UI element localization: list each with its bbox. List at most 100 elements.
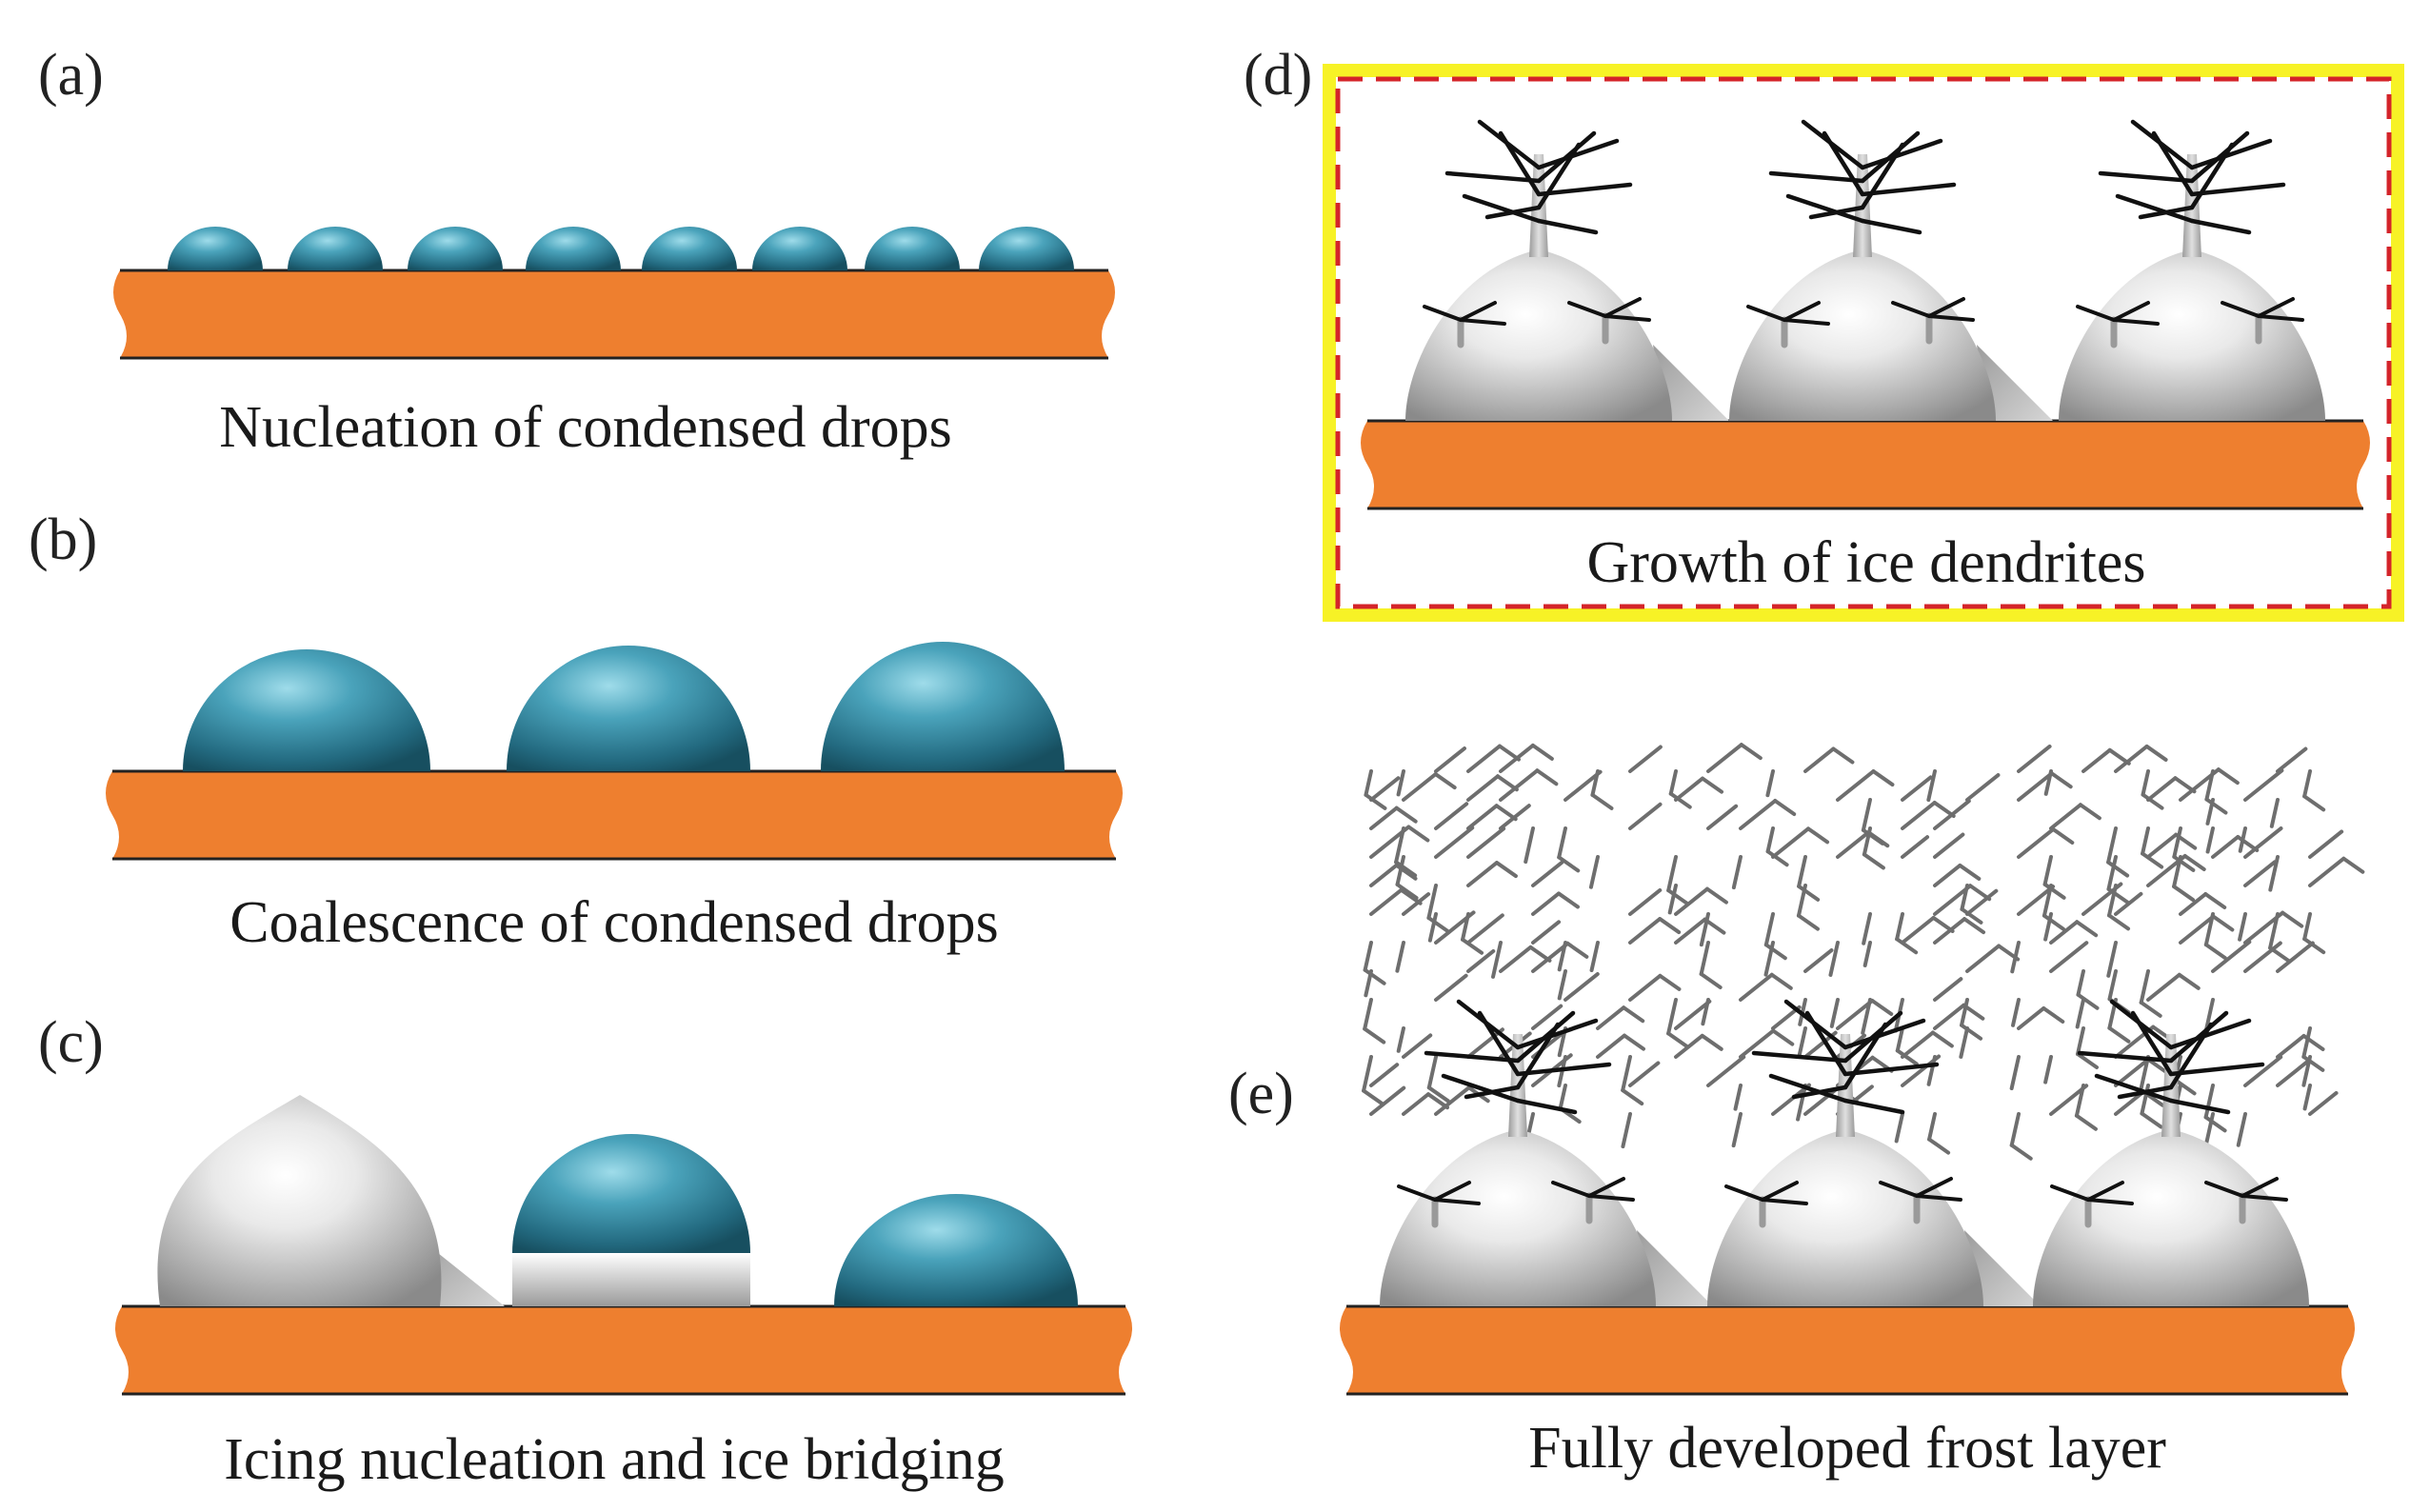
frost-branch-142 <box>1836 830 1871 859</box>
frost-branch-152 <box>1960 906 1983 925</box>
frost-branch-207 <box>1930 1030 1954 1048</box>
frost-branch-169 <box>1828 941 1840 977</box>
panel-d-dendrite-2-6 <box>1860 138 1943 170</box>
frost-branch-160 <box>1895 937 1919 955</box>
frost-branch-27 <box>1499 804 1531 830</box>
frost-branch-55 <box>1363 941 1373 972</box>
frost-branch-251 <box>2172 826 2182 859</box>
substrate-d <box>1361 421 2370 508</box>
panel-e-dendrite-1-5 <box>1441 1073 1521 1104</box>
partially-frozen-drop-water <box>512 1134 750 1253</box>
caption-a: Nucleation of condensed drops <box>219 395 952 460</box>
frost-branch-301 <box>2076 969 2085 997</box>
frost-branch-73 <box>1363 998 1373 1031</box>
frost-branch-240 <box>2179 767 2221 802</box>
frost-branch-225 <box>2081 747 2112 773</box>
caption-c: Icing nucleation and ice bridging <box>224 1427 1005 1492</box>
water-drop-a-5 <box>642 227 737 270</box>
panel-d-dendrite-2-3 <box>1822 130 1865 197</box>
frost-branch-74 <box>1363 1026 1386 1044</box>
icing-nucleation-c <box>157 1095 1078 1306</box>
frost-branch-317 <box>2017 1005 2046 1030</box>
panel-e-side-right-2-blade-1 <box>1879 1181 1919 1198</box>
frost-branch-306 <box>2139 1000 2162 1018</box>
frost-branch-120 <box>1871 769 1895 787</box>
frost-branch-303 <box>2107 969 2118 1002</box>
frost-branch-67 <box>1466 948 1496 973</box>
frost-branch-305 <box>2139 969 2150 1005</box>
panel-d-ice-drop-3 <box>2059 249 2325 421</box>
frost-branch-291 <box>2302 937 2326 955</box>
frost-branch-194 <box>1870 998 1894 1016</box>
frost-branch-338 <box>2140 1111 2163 1129</box>
panel-e-dendrite-2-3 <box>1804 1010 1848 1077</box>
frost-branch-310 <box>2011 998 2021 1027</box>
frost-branch-158 <box>1862 912 1872 945</box>
panel-e-ice-bridge-1 <box>1637 1230 1713 1306</box>
frost-branch-295 <box>2106 941 2118 978</box>
condensed-drops-a <box>168 227 1074 270</box>
frost-branch-76 <box>1564 972 1600 1002</box>
panel-e-side-right-1-blade-1 <box>1551 1181 1591 1198</box>
panel-label-a: (a) <box>38 43 104 108</box>
frost-branch-232 <box>2204 797 2228 815</box>
panel-e-side-left-2-blade-3 <box>1761 1198 1808 1205</box>
panel-e-dendrite-3-8 <box>2168 1062 2265 1077</box>
panel-e-side-left-1-blade-3 <box>1433 1198 1481 1205</box>
frost-branch-257 <box>2042 855 2053 886</box>
frost-branch-193 <box>1836 998 1875 1030</box>
frost-branch-57 <box>1395 941 1405 973</box>
frost-branch-103 <box>1402 1092 1431 1116</box>
frost-branch-8 <box>1530 743 1554 761</box>
panel-d-dendrite-1-5 <box>1462 193 1542 224</box>
caption-e: Fully developed frost layer <box>1528 1416 2166 1481</box>
frost-branch-296 <box>2179 914 2216 945</box>
frost-branch-334 <box>2074 1113 2098 1131</box>
frost-branch-149 <box>1933 863 1962 887</box>
panel-e-side-right-2-blade-3 <box>1915 1194 1962 1202</box>
frost-branch-28 <box>1524 826 1535 865</box>
frost-branch-187 <box>1933 977 1963 1002</box>
panel-d-side-left-2-blade-3 <box>1783 318 1830 326</box>
frost-branch-82 <box>1596 1005 1626 1030</box>
frost-branch-99 <box>1558 1084 1567 1111</box>
panel-d-side-left-1-blade-2 <box>1459 301 1497 322</box>
frost-branch-36 <box>1434 826 1475 859</box>
frost-branch-15 <box>1466 774 1500 802</box>
frost-branch-229 <box>2141 769 2150 797</box>
frost-branch-189 <box>1960 1023 1983 1041</box>
frost-branch-281 <box>2081 882 2123 916</box>
frost-branch-154 <box>1704 886 1728 905</box>
panel-d-dendrite-3-8 <box>2189 182 2286 197</box>
frost-branch-330 <box>2276 1033 2306 1059</box>
panel-d-side-right-3-blade-3 <box>2257 314 2304 322</box>
frost-branch-255 <box>2017 826 2056 859</box>
frost-branch-228 <box>2144 744 2168 762</box>
frost-branch-5 <box>1466 744 1502 773</box>
frost-branch-157 <box>1763 943 1787 961</box>
panel-d-dendrite-1-8 <box>1536 182 1633 197</box>
frost-branch-129 <box>1765 849 1789 867</box>
frost-branch-199 <box>1959 1026 1969 1059</box>
panel-e-dendrite-3-3 <box>2130 1010 2174 1077</box>
frost-branch-24 <box>1434 802 1469 830</box>
frost-branch-313 <box>2107 1025 2131 1044</box>
frost-branch-321 <box>2301 1026 2312 1059</box>
panel-e-dendrite-2-9 <box>1791 1084 1848 1100</box>
frost-branch-121 <box>1861 798 1872 832</box>
frost-branch-33 <box>1406 825 1430 843</box>
ice-dendrite-drops-d <box>1405 119 2325 421</box>
frost-branch-201 <box>1700 1033 1723 1051</box>
water-drop-a-6 <box>752 227 847 270</box>
frost-branch-93 <box>1596 1033 1626 1059</box>
panel-e-dendrite-3-9 <box>2117 1084 2174 1100</box>
frost-branch-261 <box>2146 832 2179 859</box>
frost-branch-179 <box>1666 1031 1690 1049</box>
frost-branch-37 <box>1466 826 1506 859</box>
panel-label-d: (d) <box>1244 43 1313 108</box>
panel-e-ice-drop-3 <box>2033 1129 2309 1306</box>
water-drop-c <box>834 1194 1078 1306</box>
frost-branch-25 <box>1466 804 1499 830</box>
frost-branch-300 <box>2049 941 2089 973</box>
frost-branch-43 <box>1466 861 1499 887</box>
